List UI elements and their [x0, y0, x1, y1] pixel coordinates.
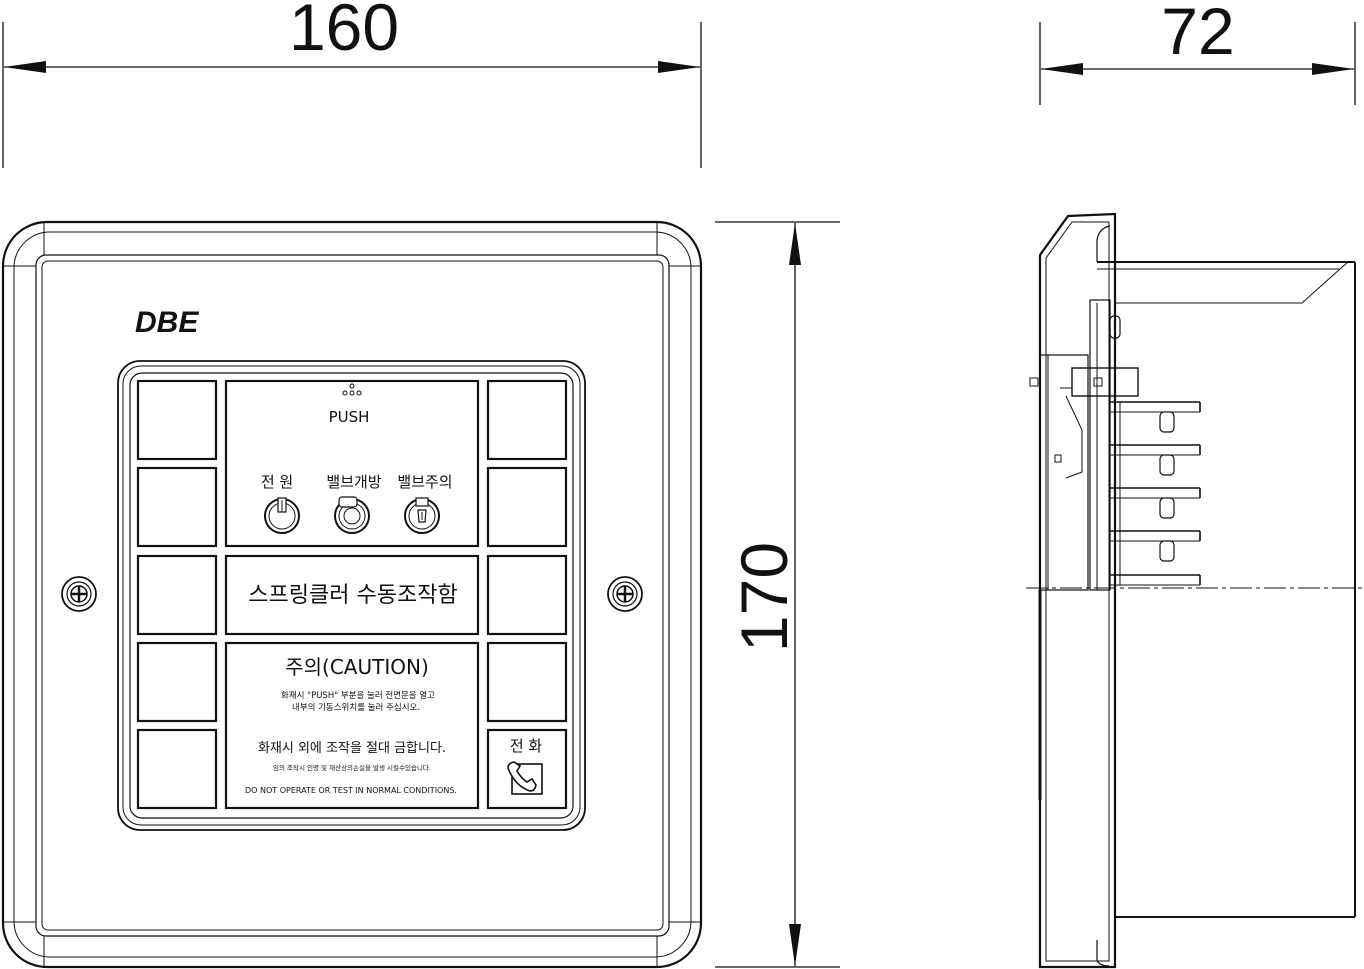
phone-jack-icon [507, 761, 543, 795]
push-dots-icon [342, 383, 362, 396]
right-cell-column [486, 379, 568, 810]
caution-heading: 주의(CAUTION) [285, 655, 429, 679]
depth-dimension-value: 72 [1161, 0, 1234, 68]
control-panel-bezel [117, 360, 586, 831]
caution-english: DO NOT OPERATE OR TEST IN NORMAL CONDITI… [245, 786, 457, 795]
left-screw-icon [61, 576, 97, 612]
width-dimension [2, 22, 702, 168]
valve-open-icon [334, 496, 370, 534]
caution-line-1: 화재시 "PUSH" 부분을 눌러 전면문을 열고 [281, 690, 435, 701]
caution-line-2: 내부의 기동스위치를 눌러 주십시오. [292, 702, 420, 713]
width-dimension-value: 160 [289, 0, 399, 64]
phone-cell[interactable]: 전 화 [507, 737, 543, 795]
title-plate: 스프링클러 수동조작함 [224, 554, 480, 636]
push-label: PUSH [329, 408, 370, 426]
indicator-label-power: 전 원 [261, 473, 293, 491]
caution-warning: 화재시 외에 조작을 절대 금합니다. [258, 741, 446, 756]
left-cell-column [136, 379, 218, 810]
front-view [1, 220, 703, 969]
side-view [1026, 212, 1364, 969]
indicator-label-valve-caution: 밸브주의 [397, 473, 452, 491]
caution-small-print: 임의 조작시 인명 및 재산상의손실을 발생 시킬수있습니다. [273, 763, 431, 772]
push-door[interactable]: PUSH 전 원 밸브개방 밸브주의 [224, 379, 480, 548]
indicator-label-valve-open: 밸브개방 [326, 473, 381, 491]
right-screw-icon [607, 576, 643, 612]
height-dimension [715, 221, 840, 968]
valve-caution-icon [404, 497, 440, 534]
power-icon [264, 497, 300, 534]
height-dimension-value: 170 [727, 542, 801, 652]
caution-plate: 주의(CAUTION) 화재시 "PUSH" 부분을 눌러 전면문을 열고 내부… [224, 641, 480, 810]
brand-logo: DBE [135, 306, 199, 339]
depth-dimension [1039, 22, 1356, 105]
panel-title: 스프링클러 수동조작함 [248, 583, 457, 608]
phone-label: 전 화 [510, 737, 543, 755]
